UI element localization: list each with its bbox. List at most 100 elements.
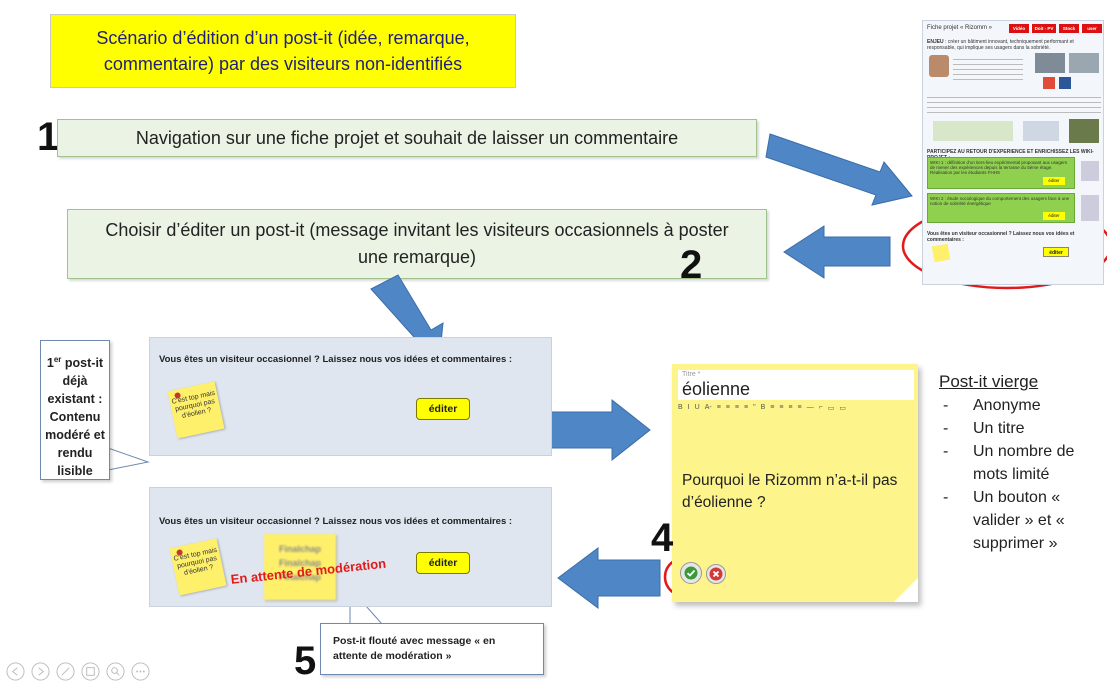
comment-panel-top: Vous êtes un visiteur occasionnel ? Lais… xyxy=(149,337,552,456)
postit-editor: Titre * éolienne B I U A- ≡ ≡ ≡ ≡ " B ≡ … xyxy=(672,364,918,602)
feature-item: Un titre xyxy=(939,417,1105,440)
callout-blurred-postit: Post-it flouté avec message « en attente… xyxy=(320,623,544,675)
toolbar-hr-icon[interactable]: — xyxy=(806,404,814,411)
toolbar-justify-icon[interactable]: ≡ xyxy=(797,404,802,411)
toolbar-block-icon[interactable]: B xyxy=(760,404,766,411)
sheet-wiki-2[interactable]: WIKI 2 : étude sociologique du comportem… xyxy=(927,193,1075,223)
toolbar-image-icon[interactable]: ▭ xyxy=(827,405,835,412)
sheet-tab[interactable]: Vidéo xyxy=(1009,24,1029,33)
toolbar-ordered-list-icon[interactable]: ≡ xyxy=(716,404,721,411)
sheet-title: Fiche projet « Rizomm » xyxy=(927,25,993,31)
toolbar-table-icon[interactable]: ▭ xyxy=(839,405,846,412)
delete-button[interactable] xyxy=(706,564,726,584)
next-slide-icon[interactable] xyxy=(31,662,50,681)
toolbar-outdent-icon[interactable]: ≡ xyxy=(734,404,739,411)
pdf-icon[interactable] xyxy=(1043,77,1055,89)
toolbar-bullet-list-icon[interactable]: ≡ xyxy=(725,404,730,411)
validate-button[interactable] xyxy=(680,562,702,584)
sheet-tab[interactable]: Stock xyxy=(1059,24,1079,33)
sheet-edit-button[interactable]: éditer xyxy=(1043,247,1069,257)
slide-title: Scénario d’édition d’un post-it (idée, r… xyxy=(96,28,470,74)
features-heading: Post-it vierge xyxy=(939,372,1039,391)
presentation-controls xyxy=(6,662,150,681)
toolbar-underline-icon[interactable]: U xyxy=(694,404,700,411)
step-5-number: 5 xyxy=(294,639,317,683)
toolbar-font-size-icon[interactable]: A- xyxy=(704,404,712,411)
word-icon[interactable] xyxy=(1059,77,1071,89)
step-2-number: 2 xyxy=(680,243,703,287)
step-2-text: Choisir d’éditer un post-it (message inv… xyxy=(105,220,729,267)
sheet-photo xyxy=(1069,53,1099,73)
postit-curl xyxy=(894,578,918,602)
sheet-wiki-1-icons xyxy=(1081,161,1099,181)
sheet-infographic xyxy=(933,121,1013,141)
sheet-photo xyxy=(1035,53,1065,73)
pen-icon[interactable] xyxy=(56,662,75,681)
sheet-mini-postit[interactable] xyxy=(931,243,951,263)
title-box: Scénario d’édition d’un post-it (idée, r… xyxy=(50,14,516,88)
step-2-box: Choisir d’éditer un post-it (message inv… xyxy=(67,209,767,279)
sheet-contact-text xyxy=(953,55,1023,81)
edit-button-bottom[interactable]: éditer xyxy=(416,552,470,574)
toolbar-bold-icon[interactable]: B xyxy=(678,404,683,411)
step-4-number: 4 xyxy=(651,516,674,560)
sheet-enjeu-text: : créer un bâtiment innovant, techniquem… xyxy=(927,39,1074,51)
project-sheet-thumbnail: Fiche projet « Rizomm » Vidéo Doit - PV … xyxy=(922,20,1104,285)
comment-panel-bottom: Vous êtes un visiteur occasionnel ? Lais… xyxy=(149,487,552,607)
zoom-icon[interactable] xyxy=(106,662,125,681)
sheet-visitor-heading: Vous êtes un visiteur occasionnel ? Lais… xyxy=(927,231,1075,243)
blank-postit-features: Post-it vierge Anonyme Un titre Un nombr… xyxy=(939,372,1105,555)
previous-slide-icon[interactable] xyxy=(6,662,25,681)
sheet-avatar xyxy=(929,55,949,77)
callout-existing-postit: 1er post-it déjà existant : Contenu modé… xyxy=(40,340,110,480)
sheet-infographic xyxy=(1023,121,1059,141)
panel-bottom-heading: Vous êtes un visiteur occasionnel ? Lais… xyxy=(159,516,513,527)
blurred-postit: Finalchap Finalchap Finalchap xyxy=(264,534,336,600)
sheet-wiki-2-edit[interactable]: éditer xyxy=(1043,212,1065,220)
panel-top-heading: Vous êtes un visiteur occasionnel ? Lais… xyxy=(159,354,513,365)
callout-left-number: 1 xyxy=(46,356,54,371)
slides-grid-icon[interactable] xyxy=(81,662,100,681)
editor-toolbar: B I U A- ≡ ≡ ≡ ≡ " B ≡ ≡ ≡ ≡ — ⌐ ▭ ▭ xyxy=(678,404,914,416)
blurred-line: Finalchap xyxy=(278,558,321,568)
arrow-step2-left xyxy=(783,225,891,279)
postit-body-text[interactable]: Pourquoi le Rizomm n’a-t-il pas d’éolien… xyxy=(682,472,898,511)
toolbar-link-icon[interactable]: ⌐ xyxy=(818,404,823,411)
title-field[interactable]: Titre * éolienne xyxy=(678,370,914,400)
edit-button-top[interactable]: éditer xyxy=(416,398,470,420)
sheet-wiki-2-text: WIKI 2 : étude sociologique du comportem… xyxy=(930,196,1070,206)
existing-postit[interactable]: C'est top mais pourquoi pas d'éolien ? xyxy=(167,381,225,439)
feature-item: Anonyme xyxy=(939,394,1105,417)
toolbar-align-right-icon[interactable]: ≡ xyxy=(788,404,793,411)
sheet-enjeu-label: ENJEU xyxy=(927,39,944,45)
callout-left-sup: er xyxy=(53,355,62,364)
feature-item: Un nombre de mots limité xyxy=(939,440,1105,486)
toolbar-quote-icon[interactable]: " xyxy=(753,404,756,411)
title-field-label: Titre * xyxy=(682,371,701,378)
check-icon xyxy=(684,566,698,580)
more-options-icon[interactable] xyxy=(131,662,150,681)
sheet-tab[interactable]: Doit - PV xyxy=(1032,24,1056,33)
toolbar-indent-icon[interactable]: ≡ xyxy=(743,404,749,411)
step-1-number: 1 xyxy=(37,115,60,159)
sheet-tab[interactable]: user xyxy=(1082,24,1102,33)
toolbar-italic-icon[interactable]: I xyxy=(687,404,690,411)
arrow-to-bottom-panel xyxy=(557,547,661,609)
feature-item: Un bouton « valider » et « supprimer » xyxy=(939,486,1105,555)
callout-pointer-left xyxy=(107,447,150,471)
existing-postit-bottom[interactable]: C'est top mais pourquoi pas d'éolien ? xyxy=(169,538,227,596)
title-field-value: éolienne xyxy=(682,379,751,399)
toolbar-align-left-icon[interactable]: ≡ xyxy=(770,404,775,411)
step-1-text: Navigation sur une fiche projet et souha… xyxy=(135,127,679,148)
sheet-detail-text xyxy=(927,93,1101,115)
sheet-enjeu: ENJEU : créer un bâtiment innovant, tech… xyxy=(927,39,1101,51)
sheet-wiki-1-edit[interactable]: éditer xyxy=(1043,177,1065,185)
step-1-box: Navigation sur une fiche projet et souha… xyxy=(57,119,757,157)
toolbar-align-center-icon[interactable]: ≡ xyxy=(779,404,784,411)
sheet-wiki-1-text: WIKI 1 : définition d'un tiers-lieu expé… xyxy=(930,160,1068,175)
delete-icon xyxy=(709,567,723,581)
arrow-to-sheet xyxy=(765,133,913,206)
blurred-line: Finalchap xyxy=(278,544,321,554)
blurred-line: Finalchap xyxy=(278,572,321,582)
sheet-photo xyxy=(1069,119,1099,143)
